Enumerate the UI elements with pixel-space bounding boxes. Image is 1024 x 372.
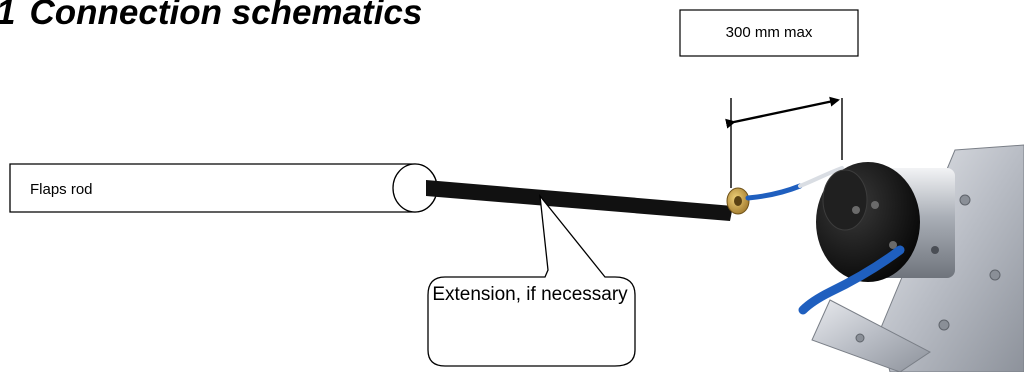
rotary-sensor-icon: [816, 162, 920, 282]
brass-connector-icon: [726, 187, 750, 215]
extension-rod: [426, 180, 733, 221]
dimension-label-box: [679, 9, 859, 57]
section-heading: 1 Connection schematics: [0, 0, 422, 34]
rod-label: Flaps rod: [30, 181, 93, 198]
section-number: 1: [0, 0, 15, 32]
callout-label: Extension, if necessary: [432, 284, 628, 305]
dimension-label: 300 mm max: [725, 24, 813, 41]
sensor-cable: [745, 183, 803, 201]
callout-bubble: [427, 193, 636, 367]
section-title: Connection schematics: [29, 0, 423, 32]
dimension-arrow: [725, 96, 840, 129]
blue-cable-icon: [798, 245, 905, 315]
